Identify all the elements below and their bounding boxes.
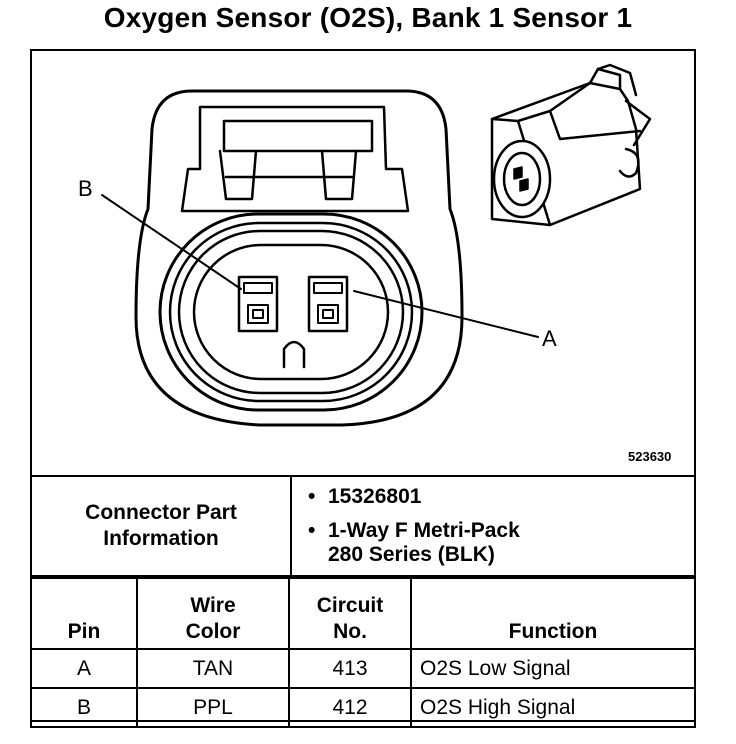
connector-drawing [101,63,652,427]
connector-info-label: Connector Part Information [30,475,292,577]
cell-function: O2S High Signal [410,687,696,728]
description-line: • 1-Way F Metri-Pack [308,519,520,542]
connector-part-details: • 15326801 • 1-Way F Metri-Pack 280 Seri… [290,475,696,577]
header-circuit: Circuit No. [288,577,412,650]
isometric-connector-view [490,63,652,227]
latch-housing [180,105,410,213]
terminal-a [307,275,349,333]
pin-table: Pin Wire Color Circuit No. Function A TA… [30,577,696,728]
connector-outer-shell [134,89,464,427]
cell-circuit: 412 [288,687,412,728]
connector-description-1: 1-Way F Metri-Pack [328,519,520,542]
header-wire-color: Wire Color [136,577,290,650]
seal-ring-2 [168,221,414,403]
connector-info-table: Connector Part Information • 15326801 • … [30,475,696,577]
pin-label-a: A [542,326,557,351]
table-row: A TAN 413 O2S Low Signal [30,648,696,689]
cell-pin: A [30,648,138,689]
header-function: Function [410,577,696,650]
terminal-b [237,275,279,333]
part-number: 15326801 [328,485,422,508]
latch-arm-left [218,149,258,201]
cell-function: O2S Low Signal [410,648,696,689]
table-row: B PPL 412 O2S High Signal [30,687,696,728]
latch-tab [222,119,374,153]
figure-number: 523630 [628,449,672,464]
leader-line-a [353,290,539,338]
cell-wire-color: TAN [136,648,290,689]
pin-label-b: B [78,176,93,201]
leader-line-b [101,194,242,290]
seal-ring-outer [158,212,424,412]
cell-wire-color: PPL [136,687,290,728]
cell-circuit: 413 [288,648,412,689]
latch-arm-right [320,149,358,201]
cell-pin: B [30,687,138,728]
header-pin: Pin [30,577,138,650]
part-number-line: • 15326801 [308,485,422,508]
polarizing-key [282,340,306,369]
seal-ring-inner [192,243,390,381]
page-title: Oxygen Sensor (O2S), Bank 1 Sensor 1 [103,2,633,33]
pin-table-header: Pin Wire Color Circuit No. Function [30,577,696,650]
connector-description-2: 280 Series (BLK) [328,543,495,566]
seal-ring-3 [177,229,405,395]
